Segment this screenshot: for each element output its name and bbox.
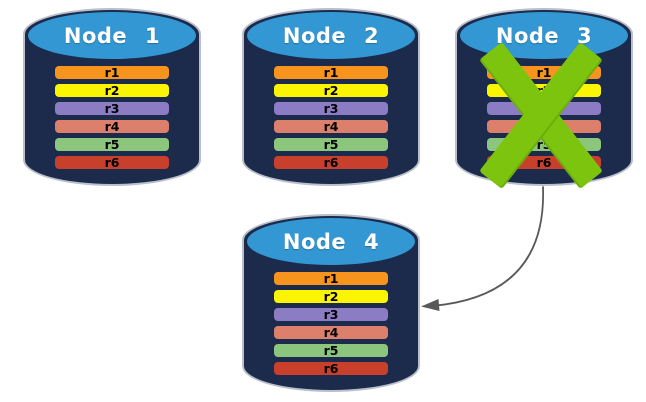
node-3-title: Node 3 bbox=[495, 23, 593, 48]
node-4-replica-r6: r6 bbox=[274, 362, 388, 375]
node-2-replica-r6: r6 bbox=[274, 156, 388, 169]
node-4-replica-r5: r5 bbox=[274, 344, 388, 357]
node-4-replica-r3: r3 bbox=[274, 308, 388, 321]
failure-x-icon bbox=[479, 41, 603, 189]
node-2-cylinder-top: Node 2 bbox=[247, 12, 415, 59]
node-4-title: Node 4 bbox=[282, 229, 380, 254]
node-2-replica-r2: r2 bbox=[274, 84, 388, 97]
failover-arrow-head bbox=[421, 299, 440, 311]
node-4-cylinder: Node 4 r1 r2 r3 r4 r5 r6 bbox=[242, 214, 420, 392]
node-2-title: Node 2 bbox=[282, 23, 380, 48]
node-1-replica-r1: r1 bbox=[55, 66, 169, 79]
node-4-replica-r2: r2 bbox=[274, 290, 388, 303]
node-1-replica-r6: r6 bbox=[55, 156, 169, 169]
node-2-replica-r4: r4 bbox=[274, 120, 388, 133]
node-1-title: Node 1 bbox=[63, 23, 161, 48]
node-2-replica-r5: r5 bbox=[274, 138, 388, 151]
node-4-replica-r1: r1 bbox=[274, 272, 388, 285]
node-4-replica-r4: r4 bbox=[274, 326, 388, 339]
node-2-cylinder: Node 2 r1 r2 r3 r4 r5 r6 bbox=[242, 8, 420, 186]
node-1-replica-r5: r5 bbox=[55, 138, 169, 151]
node-1-replica-r3: r3 bbox=[55, 102, 169, 115]
node-2-replica-r1: r1 bbox=[274, 66, 388, 79]
node-1-cylinder-top: Node 1 bbox=[28, 12, 196, 59]
failover-arrow-path bbox=[431, 186, 544, 307]
node-1-replica-list: r1 r2 r3 r4 r5 r6 bbox=[55, 66, 169, 174]
node-3-cylinder: Node 3 r1 r2 r3 r4 r5 r6 bbox=[455, 8, 633, 189]
node-1-cylinder: Node 1 r1 r2 r3 r4 r5 r6 bbox=[23, 8, 201, 186]
node-2-replica-list: r1 r2 r3 r4 r5 r6 bbox=[274, 66, 388, 174]
node-4-cylinder-top: Node 4 bbox=[247, 218, 415, 265]
node-1-replica-r4: r4 bbox=[55, 120, 169, 133]
node-4-replica-list: r1 r2 r3 r4 r5 r6 bbox=[274, 272, 388, 380]
node-2-replica-r3: r3 bbox=[274, 102, 388, 115]
node-1-replica-r2: r2 bbox=[55, 84, 169, 97]
